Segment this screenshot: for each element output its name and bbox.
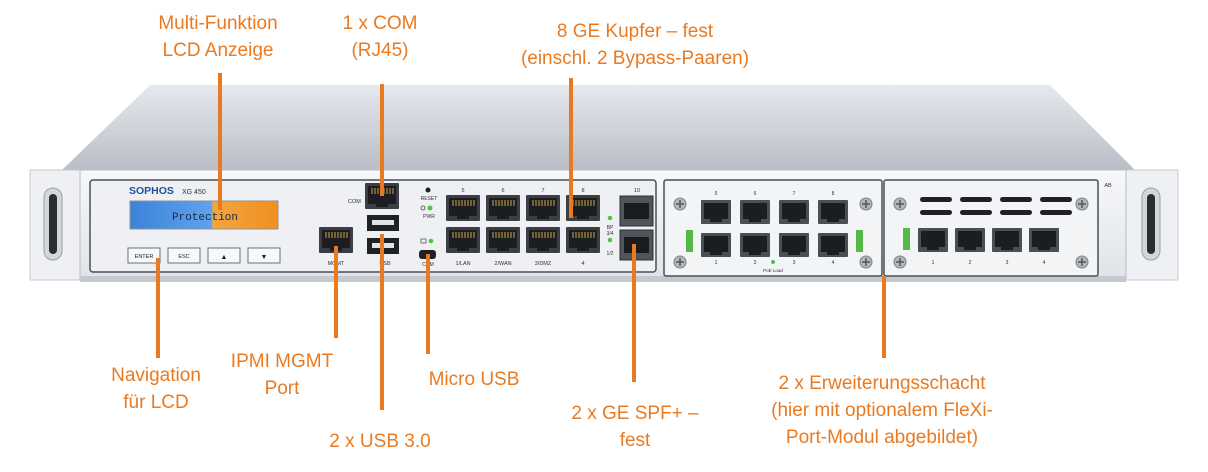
copper-top-8: 8 bbox=[581, 188, 584, 194]
expansion-module-b bbox=[883, 179, 1099, 277]
callout-lcd: Multi-Funktion LCD Anzeige bbox=[158, 13, 278, 61]
leader-nav bbox=[156, 258, 160, 358]
callout-copper: 8 GE Kupfer – fest (einschl. 2 Bypass-Pa… bbox=[520, 21, 750, 69]
module-b-bottom-1: 1 bbox=[932, 260, 935, 266]
bay-marker: AB bbox=[1104, 183, 1112, 189]
module-a-top-8: 8 bbox=[832, 191, 835, 197]
module-a-top-5: 5 bbox=[715, 191, 718, 197]
copper-bottom-lan: 1/LAN bbox=[455, 261, 470, 267]
leader-sfp bbox=[632, 244, 636, 382]
leader-lcd bbox=[218, 73, 222, 210]
lcd-display bbox=[129, 200, 279, 230]
callout-sfp: 2 x GE SPF+ – fest bbox=[571, 403, 699, 451]
down-button[interactable] bbox=[247, 247, 281, 264]
down-label: ▼ bbox=[261, 254, 268, 261]
copper-bottom-dmz: 3/DMZ bbox=[535, 261, 552, 267]
enter-label: ENTER bbox=[135, 254, 154, 260]
reset-label: RESET bbox=[421, 196, 438, 202]
module-a-bottom-2: 2 bbox=[754, 260, 757, 266]
bp-pair-1-2: 1/2 bbox=[607, 251, 614, 257]
chassis-top bbox=[62, 85, 1135, 170]
usb-label: USB bbox=[379, 261, 391, 267]
callout-expansion: 2 x Erweiterungsschacht (hier mit option… bbox=[771, 373, 993, 448]
enter-button[interactable] bbox=[127, 247, 161, 264]
module-a-bottom-1: 1 bbox=[715, 260, 718, 266]
module-a-top-7: 7 bbox=[793, 191, 796, 197]
esc-label: ESC bbox=[178, 254, 189, 260]
sfp-number: 10 bbox=[634, 188, 640, 194]
module-b-vents bbox=[920, 197, 1072, 215]
module-b-bottom-2: 2 bbox=[969, 260, 972, 266]
module-b-bottom-4: 4 bbox=[1043, 260, 1046, 266]
power-led bbox=[427, 205, 433, 211]
up-label: ▲ bbox=[221, 254, 228, 261]
brand-logo: SOPHOS bbox=[129, 185, 174, 197]
bp-pair-3-4: 3/4 bbox=[607, 231, 614, 237]
leader-microusb bbox=[426, 254, 430, 354]
copper-top-5: 5 bbox=[461, 188, 464, 194]
module-a-status: PoE Load bbox=[763, 268, 783, 273]
bp-label: BP bbox=[607, 225, 614, 231]
copper-top-7: 7 bbox=[541, 188, 544, 194]
callout-usb3: 2 x USB 3.0 bbox=[329, 431, 431, 452]
module-a-bottom-3: 3 bbox=[793, 260, 796, 266]
pwr-label: PWR bbox=[423, 214, 435, 220]
module-a-bottom-4: 4 bbox=[832, 260, 835, 266]
copper-top-6: 6 bbox=[501, 188, 504, 194]
lcd-text: Protection bbox=[172, 212, 238, 224]
com-label: COM bbox=[348, 199, 361, 205]
up-button[interactable] bbox=[207, 247, 241, 264]
esc-button[interactable] bbox=[167, 247, 201, 264]
copper-bottom-wan: 2/WAN bbox=[494, 261, 511, 267]
leader-usb3 bbox=[380, 234, 384, 410]
callout-ipmi: IPMI MGMT Port bbox=[230, 351, 334, 399]
leader-com bbox=[380, 84, 384, 196]
callout-nav: Navigation für LCD bbox=[111, 365, 201, 413]
sfp-ports[interactable] bbox=[619, 195, 654, 261]
copper-bottom-4: 4 bbox=[581, 261, 584, 267]
leader-expansion bbox=[882, 276, 886, 358]
module-a-top-6: 6 bbox=[754, 191, 757, 197]
leader-copper bbox=[569, 78, 573, 218]
module-b-bottom-3: 3 bbox=[1006, 260, 1009, 266]
callout-com: 1 x COM (RJ45) bbox=[342, 13, 418, 61]
reset-pinhole[interactable] bbox=[425, 187, 431, 193]
callout-microusb: Micro USB bbox=[428, 369, 520, 390]
leader-ipmi bbox=[334, 246, 338, 338]
model-name: XG 450 bbox=[182, 189, 206, 196]
